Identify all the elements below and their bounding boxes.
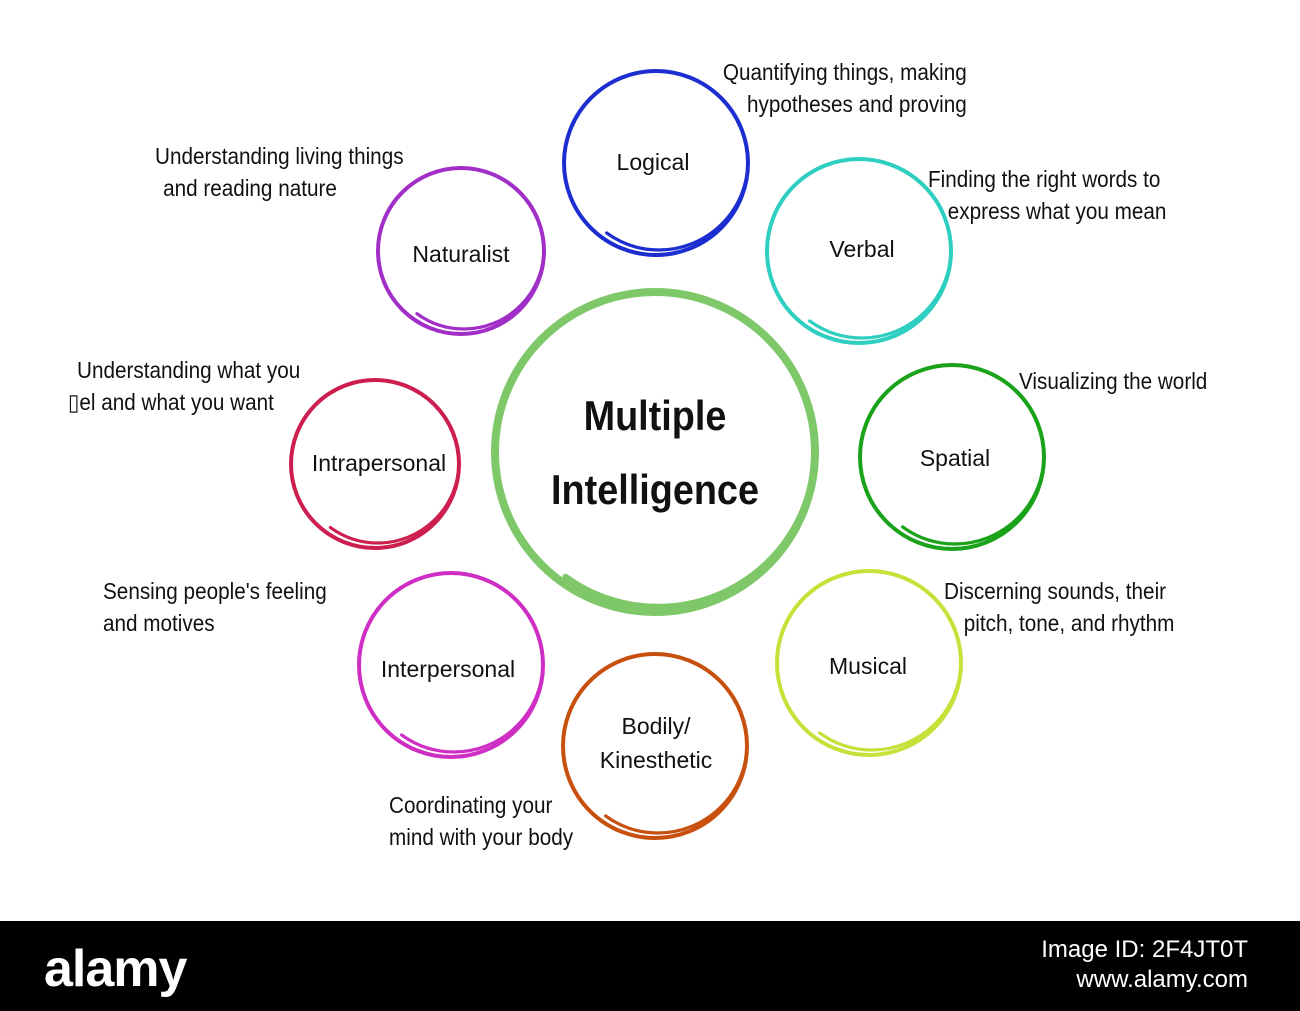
- ring-verbal: [765, 157, 953, 345]
- description-musical-line1: Discerning sounds, their: [944, 578, 1167, 604]
- description-interpersonal-line1: Sensing people's feeling: [103, 578, 327, 604]
- node-label-musical: Musical: [829, 653, 907, 679]
- description-spatial-line1: Visualizing the world: [1019, 368, 1208, 394]
- description-intrapersonal-line2: ▯el and what you want: [68, 389, 274, 415]
- node-label-bodily-line1: Bodily/: [621, 713, 691, 739]
- node-label-bodily-line2: Kinesthetic: [599, 747, 713, 773]
- ring-intrapersonal: [289, 378, 461, 550]
- description-verbal-line1: Finding the right words to: [928, 166, 1161, 192]
- description-naturalist-line2: and reading nature: [163, 175, 337, 201]
- node-label-spatial: Spatial: [919, 445, 991, 471]
- center-title-line1: Multiple: [583, 392, 727, 439]
- description-logical: Quantifying things, making hypotheses an…: [720, 56, 967, 120]
- watermark-banner: alamy Image ID: 2F4JT0T www.alamy.com: [0, 921, 1300, 1011]
- ring-spatial: [858, 363, 1046, 551]
- diagram-rings: [289, 69, 1046, 840]
- node-label-interpersonal: Interpersonal: [380, 656, 516, 682]
- description-bodily: Coordinating your mind with your body: [389, 789, 573, 853]
- ring-naturalist: [376, 166, 546, 336]
- node-label-bodily: Bodily/ Kinesthetic: [600, 709, 713, 777]
- description-naturalist: Understanding living things and reading …: [155, 140, 404, 204]
- description-logical-line2: hypotheses and proving: [747, 91, 967, 117]
- watermark-url: www.alamy.com: [1076, 966, 1248, 993]
- description-interpersonal-line2: and motives: [103, 610, 215, 636]
- description-verbal: Finding the right words to express what …: [928, 163, 1166, 227]
- node-label-naturalist: Naturalist: [412, 241, 510, 267]
- description-bodily-line2: mind with your body: [389, 824, 574, 850]
- description-logical-line1: Quantifying things, making: [722, 59, 967, 85]
- description-musical-line2: pitch, tone, and rhythm: [963, 610, 1175, 636]
- watermark-logo: alamy: [44, 940, 187, 998]
- description-naturalist-line1: Understanding living things: [155, 143, 404, 169]
- ring-interpersonal: [357, 571, 545, 759]
- node-label-logical: Logical: [616, 149, 690, 175]
- diagram-canvas: Multiple Intelligence Logical Verbal Spa…: [68, 56, 1207, 853]
- description-intrapersonal: Understanding what you ▯el and what you …: [68, 354, 300, 418]
- node-label-verbal: Verbal: [829, 236, 895, 262]
- ring-musical: [775, 569, 963, 757]
- center-title-line2: Intelligence: [551, 466, 759, 513]
- ring-logical: [562, 69, 750, 257]
- center-title: Multiple Intelligence: [539, 379, 770, 527]
- description-verbal-line2: express what you mean: [947, 198, 1167, 224]
- watermark-image-id-line1: Image ID: 2F4JT0T: [1041, 936, 1248, 963]
- description-bodily-line1: Coordinating your: [389, 792, 553, 818]
- ring-bodily: [561, 652, 749, 840]
- description-intrapersonal-line1: Understanding what you: [77, 357, 301, 383]
- center-ring: [491, 288, 819, 616]
- description-interpersonal: Sensing people's feeling and motives: [103, 575, 327, 639]
- watermark-image-id: Image ID: 2F4JT0T www.alamy.com: [1041, 935, 1248, 995]
- description-musical: Discerning sounds, their pitch, tone, an…: [944, 575, 1174, 639]
- description-spatial: Visualizing the world: [1019, 365, 1207, 397]
- node-label-intrapersonal: Intrapersonal: [311, 450, 447, 476]
